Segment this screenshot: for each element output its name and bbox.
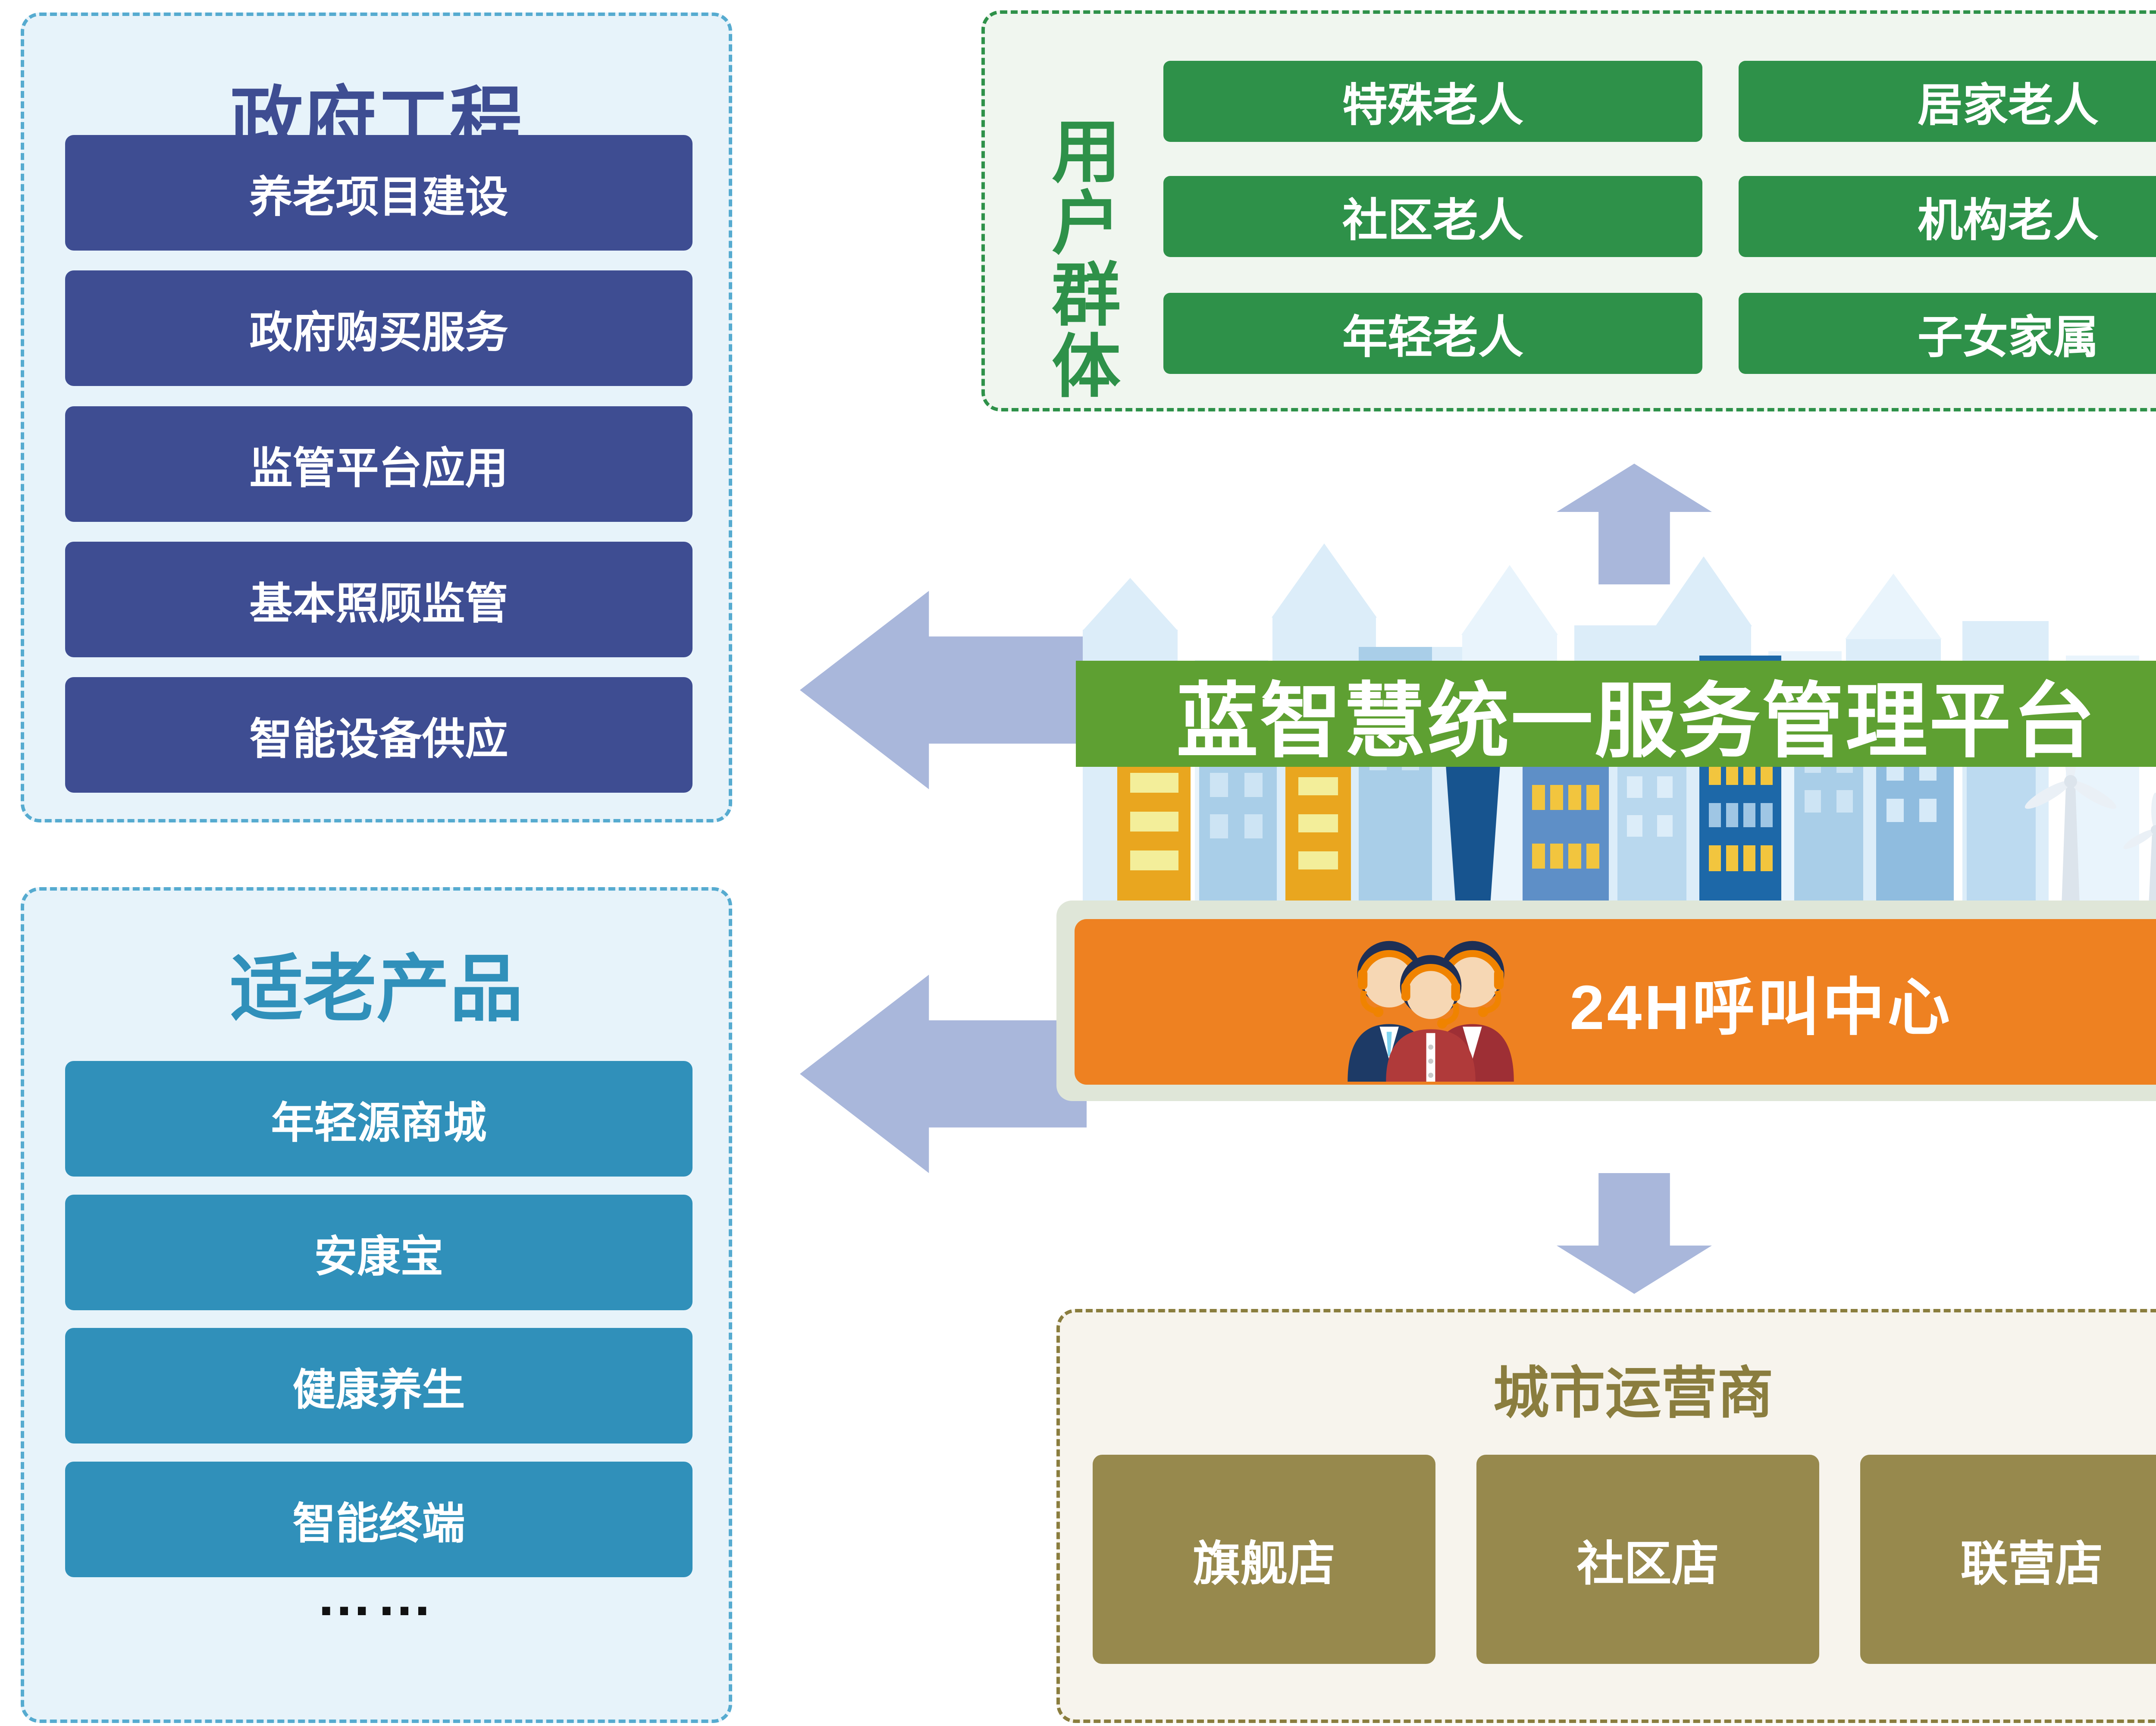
arrow-left-upper-icon <box>800 591 1087 789</box>
city-operators-title: 城市运营商 <box>1493 1362 1774 1425</box>
store-box: 社区店 <box>1476 1455 1819 1664</box>
panel-government: 政府工程 养老项目建设 政府购买服务 监管平台应用 基本照顾监管 智能设备供应 <box>21 13 732 822</box>
user-group-pill: 年轻老人 <box>1163 293 1702 374</box>
products-item: 安康宝 <box>65 1195 693 1310</box>
products-ellipsis: …… <box>316 1564 437 1627</box>
store-box: 联营店 <box>1860 1455 2156 1664</box>
user-groups-label: 用户群体 <box>1042 115 1119 402</box>
platform-title: 蓝智慧统一服务管理平台 <box>1176 675 2096 767</box>
store-box: 旗舰店 <box>1093 1455 1435 1664</box>
government-item: 智能设备供应 <box>65 677 693 793</box>
call-center-agents-icon <box>1348 941 1514 1082</box>
government-item: 养老项目建设 <box>65 135 693 251</box>
products-item: 健康养生 <box>65 1328 693 1444</box>
user-group-pill: 机构老人 <box>1739 176 2156 257</box>
government-item: 基本照顾监管 <box>65 542 693 657</box>
user-group-pill: 居家老人 <box>1739 61 2156 142</box>
products-item: 年轻源商城 <box>65 1061 693 1177</box>
arrow-down-icon <box>1557 1173 1712 1294</box>
call-center-label: 24H呼叫中心 <box>1570 973 1953 1042</box>
products-title: 适老产品 <box>229 948 523 1030</box>
call-center-banner: 24H呼叫中心 <box>1075 919 2156 1085</box>
user-group-pill: 社区老人 <box>1163 176 1702 257</box>
user-group-pill: 特殊老人 <box>1163 61 1702 142</box>
panel-city-operators: 城市运营商 旗舰店 社区店 联营店 <box>1056 1309 2156 1723</box>
user-group-pill: 子女家属 <box>1739 293 2156 374</box>
panel-user-groups: 用户群体 特殊老人 居家老人 社区老人 机构老人 年轻老人 子女家属 <box>981 10 2156 411</box>
platform-banner: 蓝智慧统一服务管理平台 <box>1076 661 2156 767</box>
government-item: 监管平台应用 <box>65 406 693 522</box>
products-item: 智能终端 <box>65 1462 693 1577</box>
arrow-left-lower-icon <box>800 975 1087 1173</box>
government-item: 政府购买服务 <box>65 270 693 386</box>
panel-products: 适老产品 年轻源商城 安康宝 健康养生 智能终端 …… <box>21 887 732 1723</box>
